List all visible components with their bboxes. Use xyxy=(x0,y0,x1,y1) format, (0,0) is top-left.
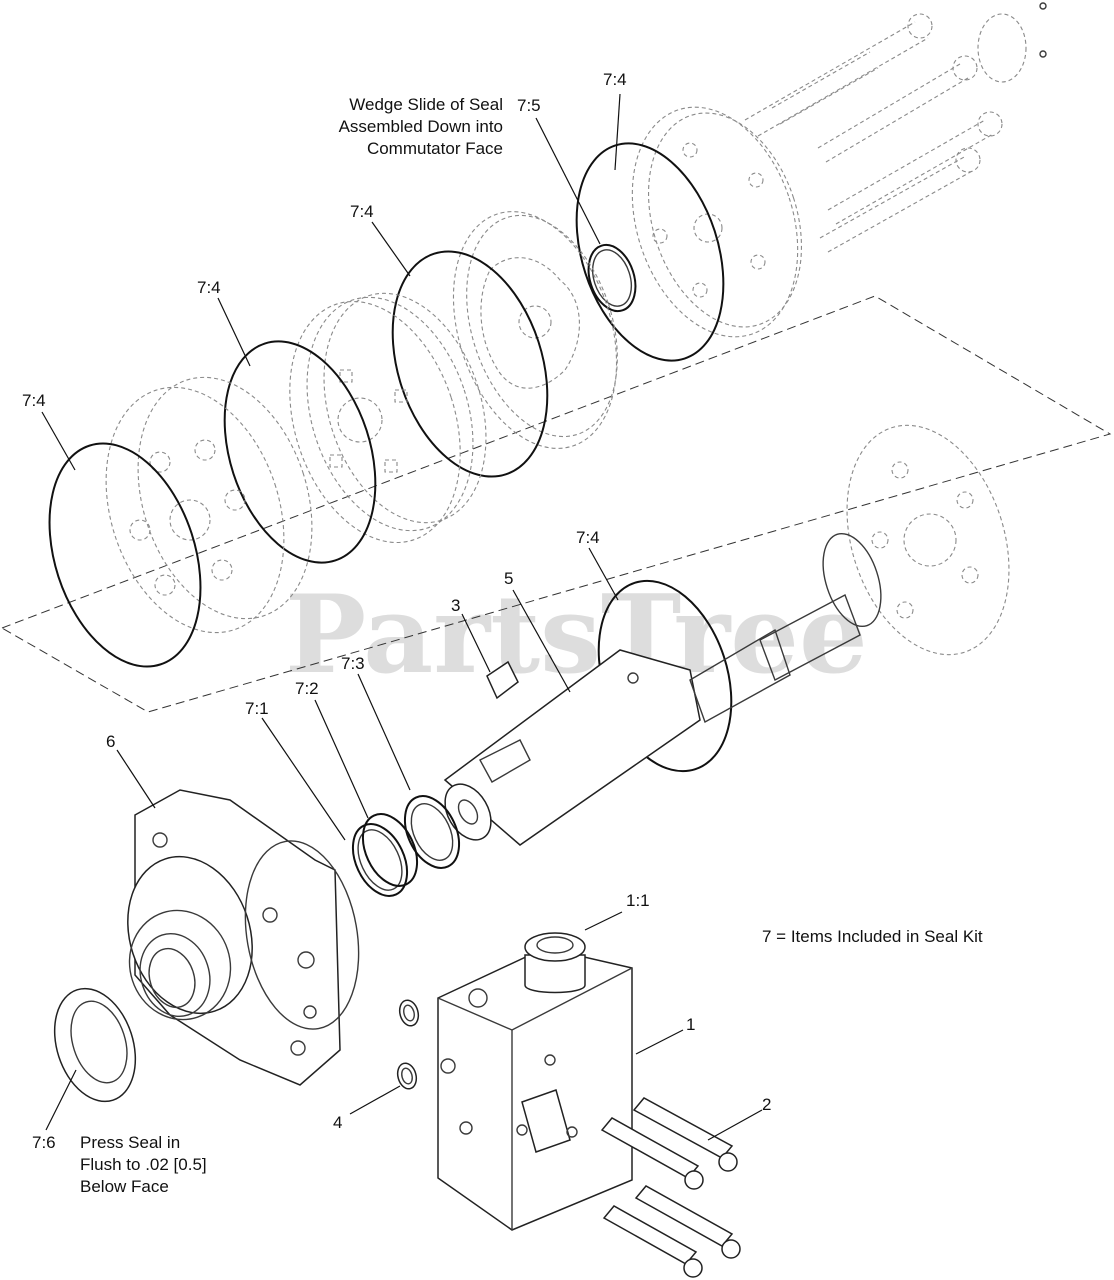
shaft-key xyxy=(486,660,519,700)
watermark: PartsTree xyxy=(285,572,868,698)
o-ring-gerotor xyxy=(223,340,377,564)
svg-text:Flush to .02 [0.5]: Flush to .02 [0.5] xyxy=(80,1155,207,1174)
callout-4: 4 xyxy=(333,1113,342,1132)
seal-7-3 xyxy=(403,795,461,869)
callout-7-3: 7:3 xyxy=(341,654,365,673)
callout-7-4-gerotor: 7:4 xyxy=(197,278,221,297)
callout-7-1: 7:1 xyxy=(245,699,269,718)
relief-valve-plug xyxy=(524,932,586,994)
svg-text:Assembled Down into: Assembled Down into xyxy=(339,117,503,136)
shaft-seal-7-6 xyxy=(53,987,137,1103)
callout-7-4-shaft: 7:4 xyxy=(576,528,600,547)
svg-text:Press Seal in: Press Seal in xyxy=(80,1133,180,1152)
o-ring-commutator xyxy=(391,250,549,478)
valve-block xyxy=(437,947,633,1231)
callout-7-5: 7:5 xyxy=(517,96,541,115)
bolt-set-top xyxy=(744,2,1047,253)
seal-7-2 xyxy=(361,813,419,887)
o-ring-wear-plate xyxy=(48,442,202,668)
callout-7-2: 7:2 xyxy=(295,679,319,698)
o-ring-cover xyxy=(575,142,725,362)
callout-7-6: 7:6 xyxy=(32,1133,56,1152)
callout-7-4-wear-plate: 7:4 xyxy=(22,391,46,410)
note-wedge-slide: Wedge Slide of Seal Assembled Down into … xyxy=(339,95,503,158)
wear-plate xyxy=(105,376,313,634)
callout-7-4-commutator: 7:4 xyxy=(350,202,374,221)
leader-lines xyxy=(41,93,763,1141)
end-cover xyxy=(631,106,802,338)
commutator-plate xyxy=(452,211,618,449)
svg-text:Commutator Face: Commutator Face xyxy=(367,139,503,158)
svg-text:Below Face: Below Face xyxy=(80,1177,169,1196)
callout-3: 3 xyxy=(451,596,460,615)
small-o-ring-upper xyxy=(398,999,420,1027)
callout-6: 6 xyxy=(106,732,115,751)
note-seal-kit: 7 = Items Included in Seal Kit xyxy=(762,927,983,946)
callout-5: 5 xyxy=(504,569,513,588)
callout-1-1: 1:1 xyxy=(626,891,650,910)
motor-housing xyxy=(127,789,360,1086)
callout-7-4-cover: 7:4 xyxy=(603,70,627,89)
svg-text:Wedge Slide of Seal: Wedge Slide of Seal xyxy=(349,95,503,114)
note-press-seal: Press Seal in Flush to .02 [0.5] Below F… xyxy=(80,1133,207,1196)
commutator-seal xyxy=(587,243,637,313)
gerotor-set xyxy=(289,292,487,544)
assembly-envelope xyxy=(0,295,1112,713)
cap-screws xyxy=(600,1097,741,1278)
bearing-flange xyxy=(822,424,1010,656)
callout-1: 1 xyxy=(686,1015,695,1034)
callout-2: 2 xyxy=(762,1095,771,1114)
